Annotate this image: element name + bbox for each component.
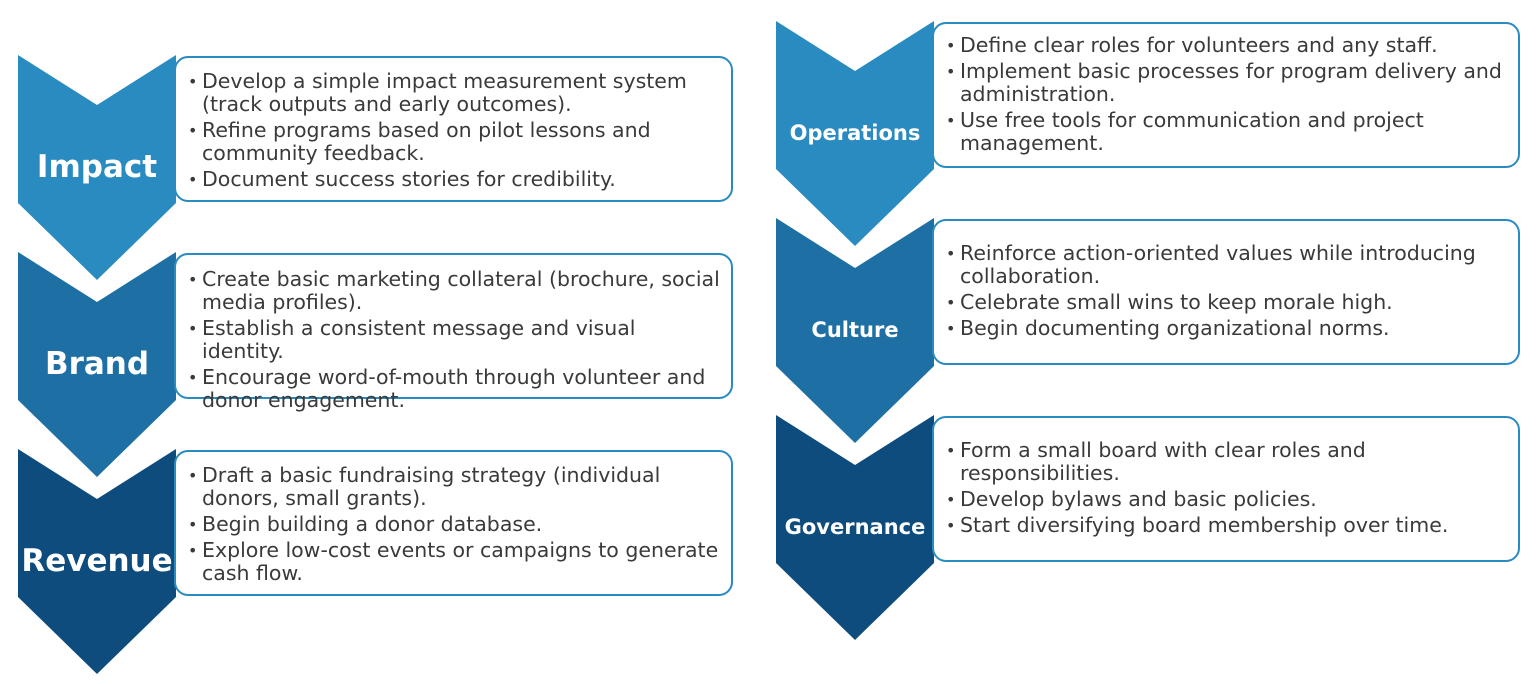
bullet-item: Develop a simple impact measurement syst…: [188, 70, 721, 116]
bullet-item: Draft a basic fundraising strategy (indi…: [188, 464, 721, 510]
chevron-shape: [776, 218, 934, 443]
bullet-item: Define clear roles for volunteers and an…: [946, 34, 1508, 58]
bullet-item: Document success stories for credibility…: [188, 168, 721, 192]
bullet-box-brand: Create basic marketing collateral (broch…: [174, 253, 733, 412]
bullet-item: Form a small board with clear roles and …: [946, 439, 1508, 485]
chevron-shape: [776, 415, 934, 640]
chevron-label: Impact: [36, 149, 158, 185]
chevron-shape: [776, 21, 934, 246]
bullet-item: Start diversifying board membership over…: [946, 514, 1508, 538]
bullet-box-culture: Reinforce action-oriented values while i…: [932, 219, 1520, 365]
bullet-item: Encourage word-of-mouth through voluntee…: [188, 366, 721, 412]
chevron-operations: Operations: [776, 21, 934, 246]
chevron-revenue: Revenue: [18, 449, 176, 674]
chevron-label: Governance: [784, 515, 926, 539]
bullet-item: Use free tools for communication and pro…: [946, 109, 1508, 155]
bullet-item: Implement basic processes for program de…: [946, 60, 1508, 106]
bullet-list: Reinforce action-oriented values while i…: [946, 242, 1508, 341]
bullet-item: Refine programs based on pilot lessons a…: [188, 119, 721, 165]
chevron-label: Operations: [789, 121, 921, 145]
bullet-item: Reinforce action-oriented values while i…: [946, 242, 1508, 288]
bullet-box-revenue: Draft a basic fundraising strategy (indi…: [174, 450, 733, 596]
bullet-item: Develop bylaws and basic policies.: [946, 488, 1508, 512]
bullet-item: Explore low-cost events or campaigns to …: [188, 539, 721, 585]
chevron-impact: Impact: [18, 55, 176, 280]
bullet-box-impact: Develop a simple impact measurement syst…: [174, 56, 733, 202]
bullet-list: Define clear roles for volunteers and an…: [946, 34, 1508, 155]
chevron-brand: Brand: [18, 252, 176, 477]
bullet-item: Establish a consistent message and visua…: [188, 317, 721, 363]
chevron-governance: Governance: [776, 415, 934, 640]
bullet-box-governance: Form a small board with clear roles and …: [932, 416, 1520, 562]
chevron-shape: [18, 252, 176, 477]
bullet-item: Celebrate small wins to keep morale high…: [946, 291, 1508, 315]
bullet-list: Develop a simple impact measurement syst…: [188, 70, 721, 192]
bullet-item: Begin documenting organizational norms.: [946, 317, 1508, 341]
chevron-label: Culture: [811, 318, 899, 342]
chevron-shape: [18, 55, 176, 280]
bullet-item: Begin building a donor database.: [188, 513, 721, 537]
chevron-culture: Culture: [776, 218, 934, 443]
bullet-list: Draft a basic fundraising strategy (indi…: [188, 464, 721, 585]
bullet-item: Create basic marketing collateral (broch…: [188, 268, 721, 314]
chevron-label: Brand: [44, 346, 150, 382]
chevron-shape: [18, 449, 176, 674]
bullet-list: Form a small board with clear roles and …: [946, 439, 1508, 538]
bullet-box-operations: Define clear roles for volunteers and an…: [932, 22, 1520, 168]
bullet-list: Create basic marketing collateral (broch…: [188, 268, 721, 412]
chevron-label: Revenue: [21, 543, 173, 579]
